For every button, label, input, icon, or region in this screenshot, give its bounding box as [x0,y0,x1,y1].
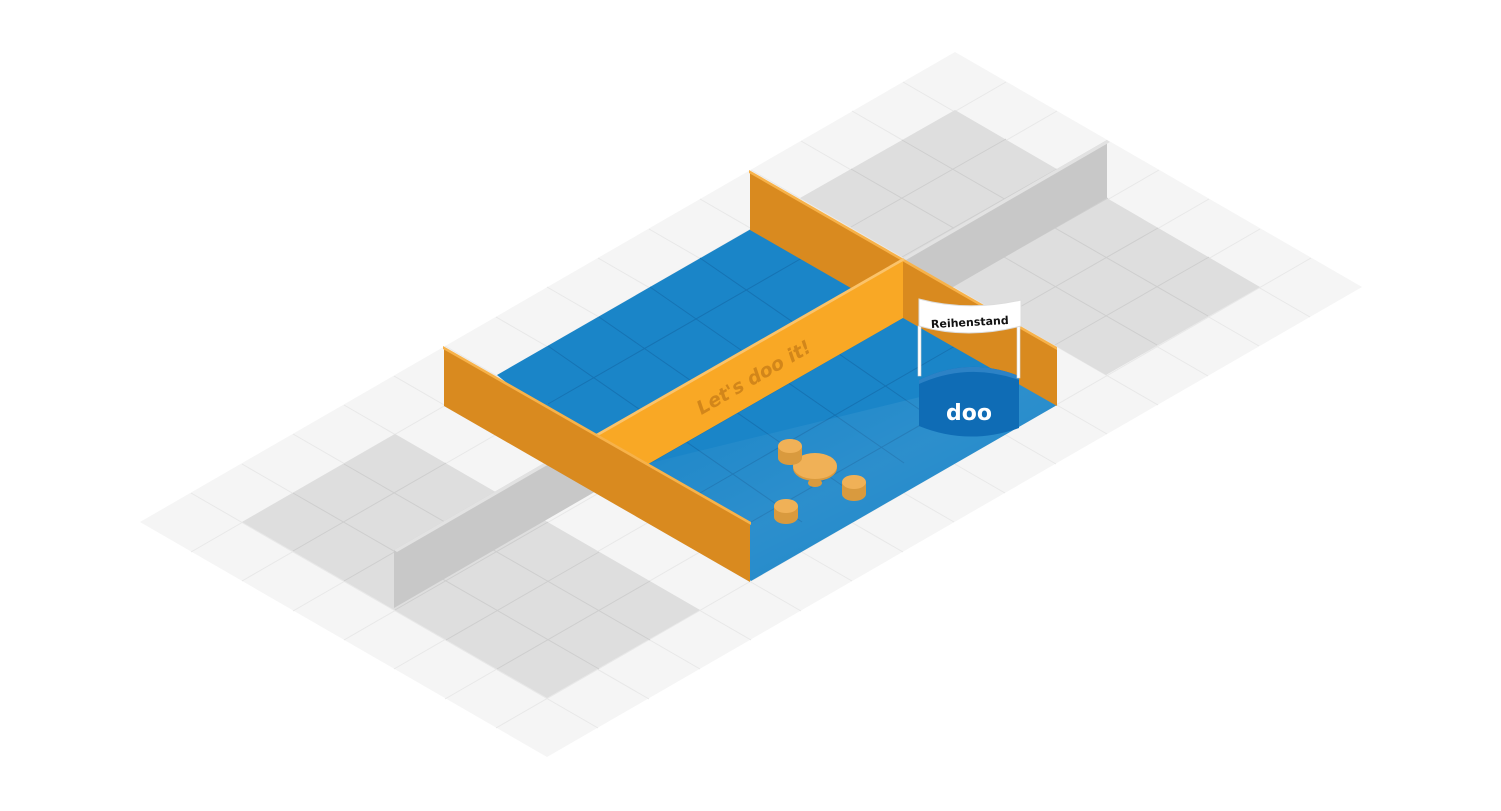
stool-icon [778,439,802,465]
stool-icon [842,475,866,501]
neighbor-wall-right [903,140,1107,316]
left-end-wall-top [443,346,597,437]
left-end-wall [444,348,597,494]
neighbor-wall-left [394,432,598,608]
round-table-icon [793,453,837,487]
reception-counter-icon: doo [919,366,1019,437]
front-end-wall [597,436,750,582]
counter-logo: doo [946,401,992,426]
slogan-wall [597,260,903,494]
stool-icon [774,499,798,524]
slogan-wall-top [596,258,905,436]
banner-sign-icon: Reihenstand [917,298,1022,379]
neighbor-wall-right-top [903,140,1110,260]
banner-label: Reihenstand [931,314,1009,331]
front-end-wall-top [597,434,751,525]
booth-floor [497,229,1057,581]
